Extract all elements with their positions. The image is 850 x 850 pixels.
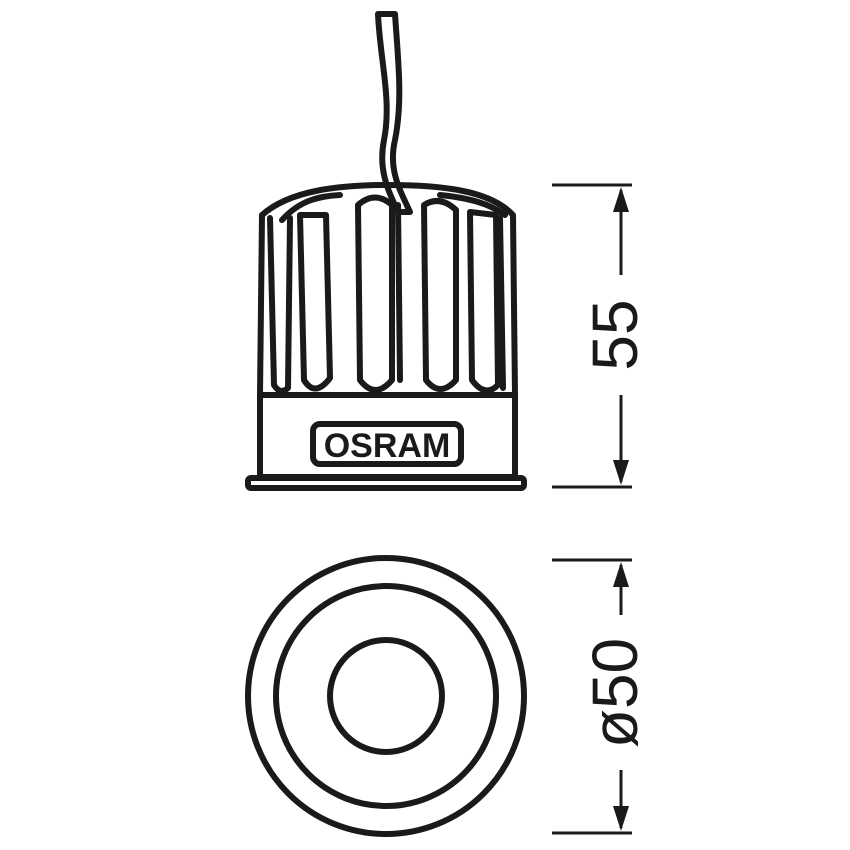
height-label: 55 [579, 299, 651, 370]
arrow-up-icon [613, 562, 629, 587]
arrow-down-icon [613, 806, 629, 831]
brand-logo-box [310, 421, 464, 467]
diameter-label: ø50 [579, 638, 651, 748]
side-view: OSRAM [245, 11, 527, 491]
height-dimension: 55 [552, 183, 651, 489]
brand-logo: OSRAM [324, 427, 451, 465]
base-plate [245, 475, 527, 491]
top-view [245, 555, 527, 837]
cable [375, 11, 413, 215]
diameter-dimension: ø50 [552, 558, 651, 835]
heatsink-fins [267, 192, 508, 394]
heatsink-dome [257, 182, 518, 398]
arrow-up-icon [613, 187, 629, 212]
arrow-down-icon [613, 460, 629, 485]
